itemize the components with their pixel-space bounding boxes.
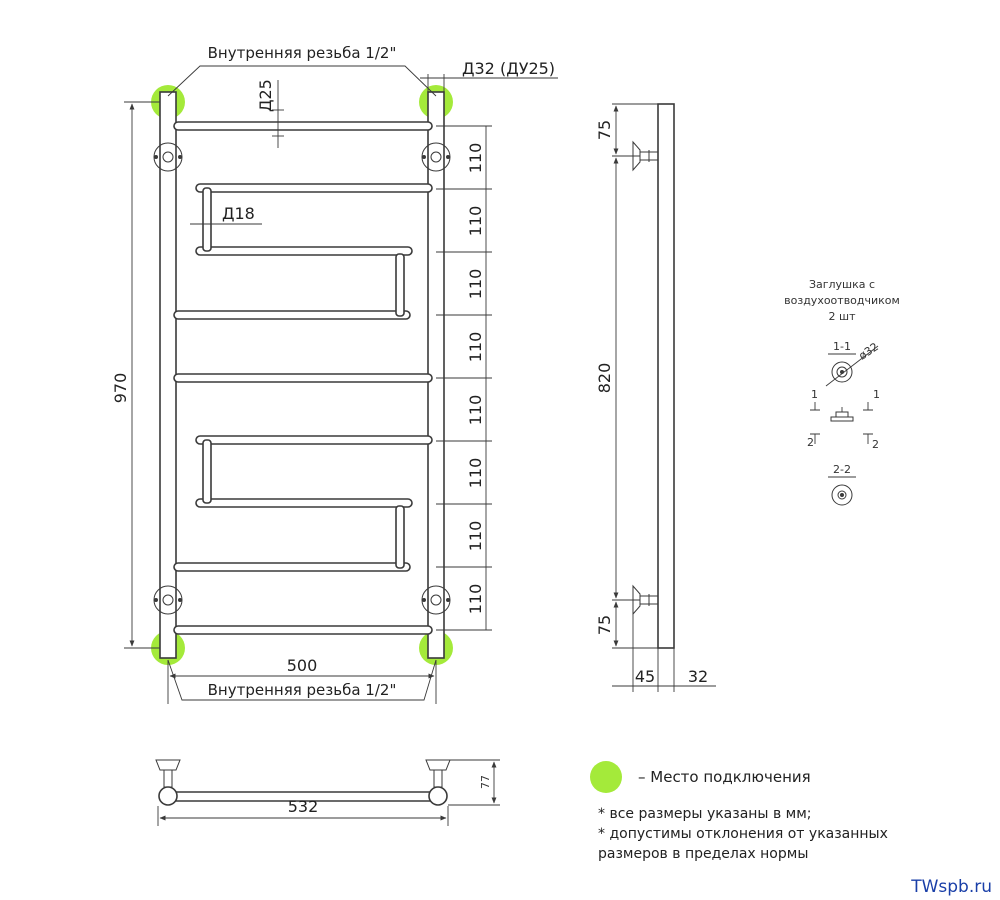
legend-marker <box>590 761 622 793</box>
width-dimension: 500 Внутренняя резьба 1/2" <box>167 656 437 704</box>
rail-loop-upper-right <box>395 253 405 317</box>
wall-bracket-bottom-left <box>153 585 183 615</box>
plug-section-icon <box>831 484 853 506</box>
pipe-d32-label: Д32 (ДУ25) <box>462 59 555 78</box>
watermark: TWspb.ru <box>910 877 992 897</box>
legend-text: – Место подключения <box>638 768 811 786</box>
rail-d18-label: Д18 <box>222 204 255 223</box>
wall-bracket-top-right <box>421 142 451 172</box>
plug-title-line-1: Заглушка с <box>809 278 875 291</box>
rail-d25-callout: Д25 <box>256 79 284 148</box>
thread-top-label: Внутренняя резьба 1/2" <box>208 44 397 62</box>
side-top-offset-label: 75 <box>595 120 614 140</box>
notes: * все размеры указаны в мм; * допустимы … <box>598 806 888 862</box>
step-label-6: 110 <box>466 458 485 489</box>
wall-bracket-top-left <box>153 142 183 172</box>
side-view: 75 820 75 45 32 <box>595 103 716 692</box>
top-pipe-left <box>155 759 181 806</box>
step-dimensions: 110 110 110 110 110 110 110 110 <box>436 125 492 631</box>
plug-detail: Заглушка с воздухоотводчиком 2 шт 1-1 ø3… <box>784 278 900 506</box>
front-view: Внутренняя резьба 1/2" Д32 (ДУ25) Д25 Д1… <box>111 44 558 704</box>
step-label-4: 110 <box>466 332 485 363</box>
plug-front-icon <box>825 345 879 387</box>
side-pipe-label: 32 <box>688 667 708 686</box>
rail-loop-lower-left <box>202 439 212 504</box>
rail-3 <box>195 246 413 256</box>
height-label: 970 <box>111 373 130 404</box>
rail-d25-label: Д25 <box>256 79 275 112</box>
step-label-3: 110 <box>466 269 485 300</box>
plug-section-1-label: 1-1 <box>833 340 851 353</box>
side-mid-label: 820 <box>595 363 614 394</box>
top-depth-label: 77 <box>479 775 492 789</box>
top-view: 532 77 <box>155 759 500 826</box>
rail-loop-upper-left <box>202 187 212 252</box>
thread-top-callout: Внутренняя резьба 1/2" <box>167 44 437 97</box>
top-width-label: 532 <box>288 797 319 816</box>
step-label-1: 110 <box>466 143 485 174</box>
step-label-8: 110 <box>466 584 485 615</box>
step-label-5: 110 <box>466 395 485 426</box>
rail-1 <box>173 121 433 131</box>
rail-loop-lower-right <box>395 505 405 569</box>
height-dimension: 970 <box>111 101 160 649</box>
plug-mark-2-right: 2 <box>872 438 879 451</box>
side-depth-label: 45 <box>635 667 655 686</box>
plug-mark-2-left: 2 <box>807 436 814 449</box>
rail-5 <box>195 435 433 445</box>
top-pipe-right <box>425 759 451 806</box>
rail-d18-callout: Д18 <box>190 204 262 225</box>
pipe-d32-callout: Д32 (ДУ25) <box>420 59 558 92</box>
plug-side-icon <box>830 407 854 422</box>
rail-8 <box>173 625 433 635</box>
plug-section-2-label: 2-2 <box>833 463 851 476</box>
rail-4 <box>173 373 433 383</box>
side-collector-pipe <box>657 103 675 649</box>
rail-7 <box>173 562 411 572</box>
thread-bottom-label: Внутренняя резьба 1/2" <box>208 681 397 699</box>
width-label: 500 <box>287 656 318 675</box>
step-label-7: 110 <box>466 521 485 552</box>
rail-2 <box>195 183 433 193</box>
note-line-2: * допустимы отклонения от указанных <box>598 826 888 842</box>
plug-diameter-label: ø32 <box>856 340 880 362</box>
note-line-3: размеров в пределах нормы <box>598 846 808 862</box>
wall-bracket-bottom-right <box>421 585 451 615</box>
plug-mark-1-left: 1 <box>811 388 818 401</box>
side-bottom-offset-label: 75 <box>595 615 614 635</box>
plug-title-line-2: воздухоотводчиком <box>784 294 900 307</box>
left-collector-pipe <box>159 91 177 659</box>
note-line-1: * все размеры указаны в мм; <box>598 806 811 822</box>
rail-6 <box>195 498 413 508</box>
legend: – Место подключения <box>590 761 811 793</box>
plug-mark-1-right: 1 <box>873 388 880 401</box>
plug-title-line-3: 2 шт <box>829 310 857 323</box>
rail-3b <box>173 310 411 320</box>
step-label-2: 110 <box>466 206 485 237</box>
